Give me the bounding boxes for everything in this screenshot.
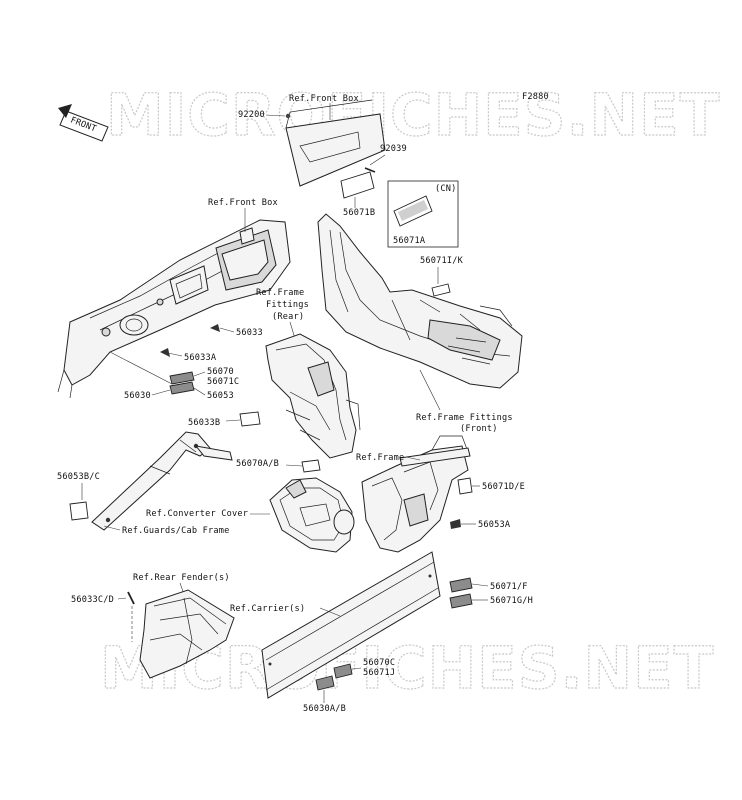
rear-fender-part [139,589,235,679]
carrier-panel-part [261,551,441,699]
label-56071ik: 56071I/K [420,256,464,266]
label-56030ab: 56030A/B [303,704,346,714]
decal-56071de [457,477,473,495]
label-ref-frame-fittings-front-1: Ref.Frame Fittings [416,413,513,423]
front-arrow-icon: FRONT [58,104,109,142]
decal-56070ab [301,459,321,473]
label-ref-frame-fittings-rear-1: Ref.Frame [256,288,304,298]
decal-56070c [333,663,353,679]
label-56033b: 56033B [188,418,220,428]
clip-56053a-icon [450,519,461,529]
label-56030: 56030 [124,391,151,401]
label-56071j: 56071J [363,668,395,678]
label-ref-carrier: Ref.Carrier(s) [230,604,305,614]
label-56071gh: 56071G/H [490,596,533,606]
decal-56070 [169,371,195,385]
decal-56030ab [315,675,335,691]
label-cn: (CN) [435,184,457,194]
label-92039: 92039 [380,144,407,154]
label-56033a: 56033A [184,353,217,363]
label-ref-front-box-top: Ref.Front Box [289,94,359,104]
label-ref-frame-fittings-rear-3: (Rear) [272,312,304,322]
clip-56033-icon [210,324,220,332]
front-box-dash-part [57,219,291,399]
label-56033: 56033 [236,328,263,338]
label-56053bc: 56053B/C [57,472,100,482]
watermark-top: MICROFICHES.NET [106,81,720,149]
clip-56033a-icon [160,348,170,357]
label-56053: 56053 [207,391,234,401]
label-56033cd: 56033C/D [71,595,114,605]
label-56070ab: 56070A/B [236,459,279,469]
converter-cover-part [269,477,355,553]
rivet-92039-icon [364,167,376,173]
diagram-code: F2880 [522,92,549,102]
label-ref-guards-cab-frame: Ref.Guards/Cab Frame [122,526,229,536]
label-56071f: 56071/F [490,582,528,592]
label-56071a: 56071A [393,236,426,246]
label-ref-frame-fittings-front-2: (Front) [460,424,498,434]
decal-56071f [449,577,473,593]
label-56070: 56070 [207,367,234,377]
label-ref-frame: Ref.Frame [356,453,404,463]
bolt-92200-icon [285,113,291,119]
front-box-lid-part [285,99,386,187]
label-56071de: 56071D/E [482,482,525,492]
label-56070c: 56070C [363,658,395,668]
frame-fittings-front-part [317,213,523,389]
label-ref-frame-fittings-rear-2: Fittings [266,300,309,310]
decal-56071gh [449,593,473,609]
cn-variant-box [387,180,459,248]
label-56071c: 56071C [207,377,239,387]
frame-part [361,435,471,553]
label-56071b: 56071B [343,208,375,218]
decal-56071b [340,171,375,199]
label-56053a: 56053A [478,520,511,530]
bolt-56033cd-icon [127,591,135,605]
label-ref-converter-cover: Ref.Converter Cover [146,509,248,519]
decal-56053bc [69,501,89,521]
decal-56053 [169,381,195,395]
frame-fittings-rear-part [265,333,361,459]
decal-56071ik [431,283,451,297]
label-ref-rear-fender: Ref.Rear Fender(s) [133,573,230,583]
label-92200: 92200 [238,110,265,120]
label-ref-front-box-left: Ref.Front Box [208,198,278,208]
decal-56033b [239,411,261,427]
guards-cab-frame-part [91,431,233,531]
